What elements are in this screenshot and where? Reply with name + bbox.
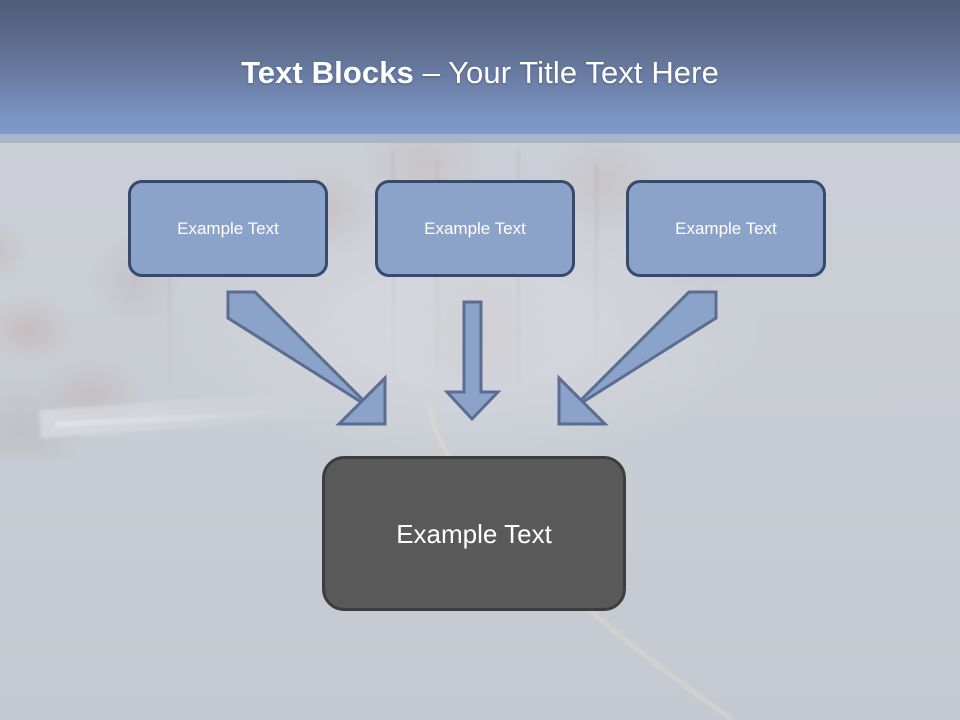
header-underline: [0, 134, 960, 143]
page-title-separator: –: [422, 55, 449, 90]
page-title-bold: Text Blocks: [241, 55, 423, 90]
arrow-middle-vertical: [443, 300, 502, 422]
top-box-3[interactable]: Example Text: [626, 180, 826, 277]
top-box-1[interactable]: Example Text: [128, 180, 328, 277]
bottom-box-label: Example Text: [396, 518, 552, 549]
page-title-light: Your Title Text Here: [448, 55, 719, 90]
top-box-1-label: Example Text: [177, 218, 279, 238]
bottom-box[interactable]: Example Text: [322, 456, 626, 611]
top-box-2[interactable]: Example Text: [375, 180, 575, 277]
header-banner: [0, 0, 960, 134]
arrow-left-diagonal: [226, 290, 387, 426]
arrow-right-diagonal: [557, 290, 718, 426]
top-box-2-label: Example Text: [424, 218, 526, 238]
top-box-3-label: Example Text: [675, 218, 777, 238]
page-title: Text Blocks – Your Title Text Here: [0, 54, 960, 92]
